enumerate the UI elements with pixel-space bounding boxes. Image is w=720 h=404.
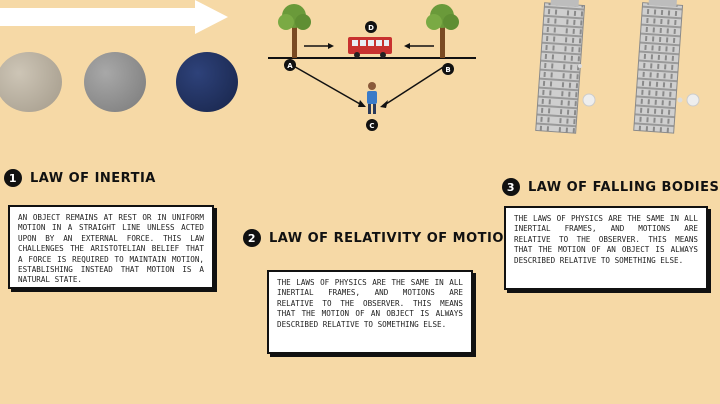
tree-left-icon xyxy=(278,4,311,58)
ball-light xyxy=(0,52,62,112)
tower-right-icon xyxy=(633,0,684,134)
section-3-heading: 3 Law of Falling Bodies xyxy=(502,178,719,196)
section-1-title: Law of Inertia xyxy=(30,170,156,186)
falling-ball-small xyxy=(578,64,582,68)
tree-right-icon xyxy=(426,4,459,58)
person-icon xyxy=(367,82,377,114)
section-3-number: 3 xyxy=(502,178,520,196)
section-2-text: The laws of physics are the same in all … xyxy=(267,270,473,354)
motion-arrow xyxy=(0,0,228,34)
section-3-text: The laws of physics are the same in all … xyxy=(504,206,708,290)
section-2-heading: 2 Law of Relativity of Motion xyxy=(243,229,515,247)
section-2-title: Law of Relativity of Motion xyxy=(269,230,516,246)
section-2-number: 2 xyxy=(243,229,261,247)
bus-icon xyxy=(348,37,392,58)
tower-left-icon xyxy=(535,0,586,134)
section-3-title: Law of Falling Bodies xyxy=(528,179,720,195)
falling-ball-large-2 xyxy=(686,93,700,107)
label-c: C xyxy=(369,122,374,130)
section-1-number: 1 xyxy=(4,169,22,187)
label-b: B xyxy=(445,66,450,74)
falling-ball-large xyxy=(582,93,596,107)
ball-medium xyxy=(84,52,146,112)
ball-dark xyxy=(176,52,238,112)
label-a: A xyxy=(287,62,293,70)
section-1-heading: 1 Law of Inertia xyxy=(4,169,156,187)
falling-ball-small-2 xyxy=(677,97,683,103)
label-d: D xyxy=(368,24,374,32)
tower-illustration xyxy=(535,0,700,134)
relativity-diagram: D A B C xyxy=(268,4,476,131)
section-1-text: An object remains at rest or in uniform … xyxy=(8,205,214,289)
